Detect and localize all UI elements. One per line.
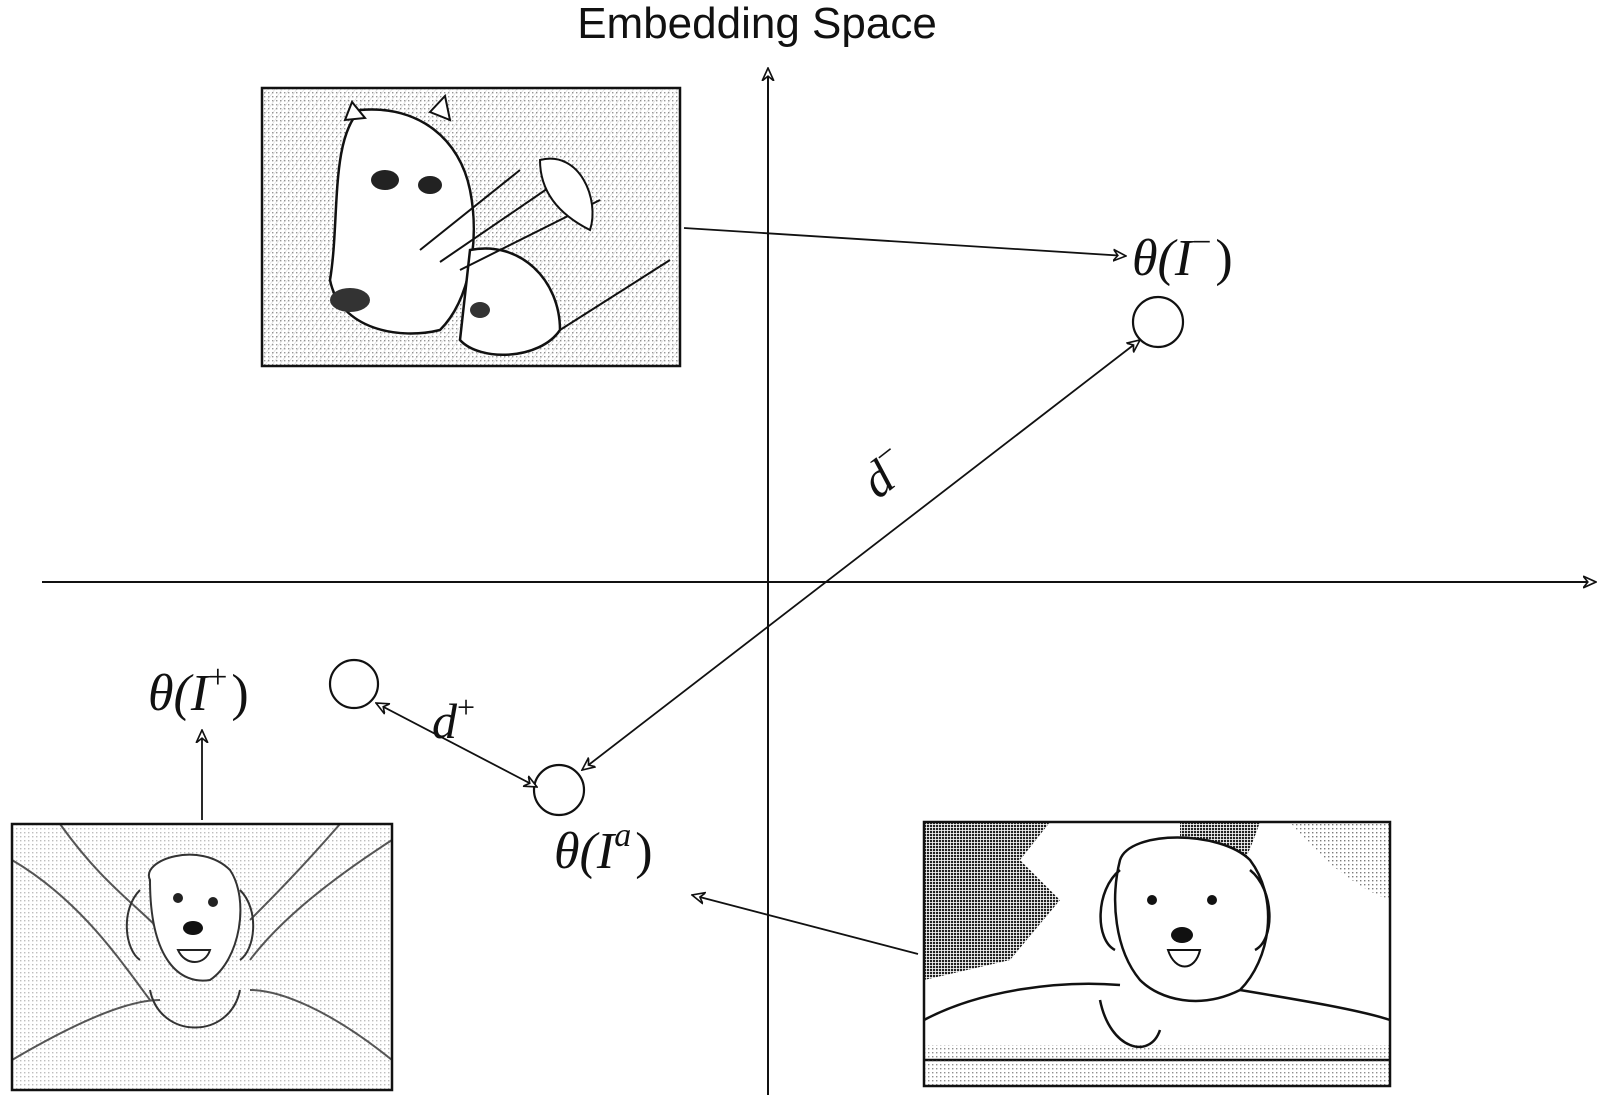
positive-image [10,822,394,1092]
anchor-image [922,820,1392,1088]
diagram-title: Embedding Space [577,0,937,48]
positive-embedding-point [328,658,380,710]
d-plus-label: d+ [432,689,475,749]
negative-image [260,86,682,368]
anchor-embedding-point [532,763,586,817]
negative-image-arrow [683,227,1126,256]
d-minus-label: d− [847,433,919,508]
d-minus-distance-arrow [582,340,1140,770]
d-plus-distance-arrow [376,703,537,787]
positive-embedding-label: θ(I+) [148,659,249,722]
anchor-image-arrow [692,895,919,955]
negative-embedding-label: θ(I−) [1132,224,1233,287]
anchor-embedding-label: θ(Ia) [554,817,653,880]
negative-embedding-point [1131,295,1185,349]
